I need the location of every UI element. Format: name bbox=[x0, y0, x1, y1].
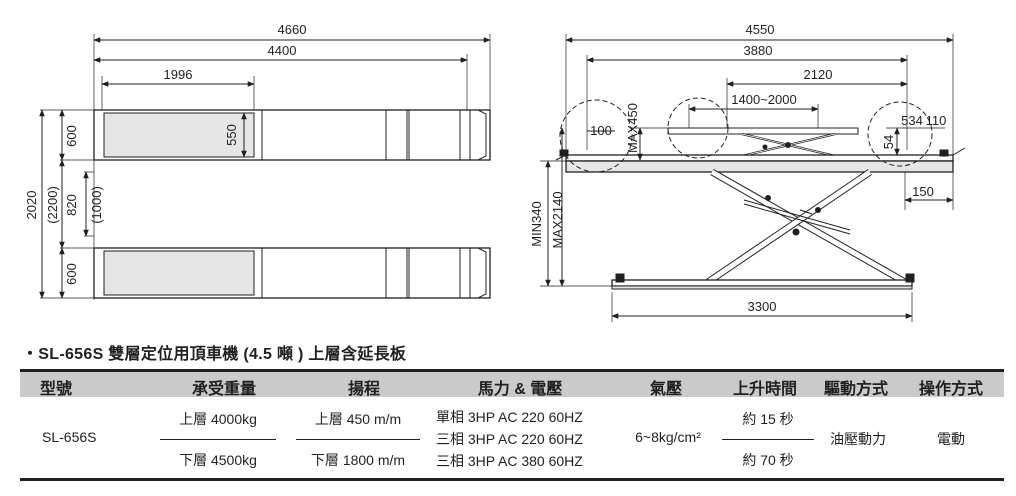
header-power: 馬力 & 電壓 bbox=[477, 381, 563, 398]
dim-max2140: MAX2140 bbox=[550, 191, 565, 248]
dim-150: 150 bbox=[912, 184, 934, 199]
header-air: 氣壓 bbox=[649, 381, 683, 398]
dim-2200: (2200) bbox=[45, 186, 60, 224]
side-view bbox=[540, 34, 966, 322]
cell-power-1: 單相 3HP AC 220 60HZ bbox=[436, 409, 583, 425]
cell-upper-capacity: 上層 4000kg bbox=[179, 411, 257, 427]
cell-rise-lower: 約 70 秒 bbox=[742, 452, 794, 468]
divider-lift bbox=[296, 439, 420, 440]
side-view-dimensions: 4550 3880 2120 1400~2000 100 MAX450 534 … bbox=[529, 22, 946, 314]
cell-upper-lift: 上層 450 m/m bbox=[314, 411, 402, 427]
cell-operation: 電動 bbox=[937, 431, 965, 447]
dim-600-lower: 600 bbox=[64, 263, 79, 285]
header-lift: 揚程 bbox=[347, 381, 381, 398]
table-bottom-rule bbox=[20, 478, 1004, 481]
spec-table-header: 型號 承受重量 揚程 馬力 & 電壓 氣壓 上升時間 驅動方式 操作方式 bbox=[20, 369, 1004, 398]
cell-lower-lift: 下層 1800 m/m bbox=[310, 452, 406, 468]
technical-drawing: 4660 4400 1996 600 550 2020 (2200) 820 (… bbox=[24, 22, 966, 322]
header-drive: 驅動方式 bbox=[823, 381, 889, 398]
product-caption: ・SL-656S 雙層定位用頂車機 (4.5 噸 ) 上層含延長板 bbox=[22, 346, 407, 363]
dim-54: 54 bbox=[881, 135, 896, 149]
dim-1996: 1996 bbox=[164, 67, 193, 82]
dim-1000: (1000) bbox=[89, 186, 104, 224]
cell-power-2: 三相 3HP AC 220 60HZ bbox=[436, 431, 583, 447]
divider-rise bbox=[722, 439, 814, 440]
dim-3880: 3880 bbox=[744, 43, 773, 58]
dim-1400-2000: 1400~2000 bbox=[731, 92, 796, 107]
header-model: 型號 bbox=[40, 381, 73, 398]
dim-100: 100 bbox=[590, 123, 612, 138]
dim-4660: 4660 bbox=[278, 22, 307, 37]
cell-air-pressure: 6~8kg/cm² bbox=[635, 429, 701, 445]
cell-model: SL-656S bbox=[42, 429, 97, 445]
top-view bbox=[39, 34, 491, 300]
dim-4400: 4400 bbox=[268, 43, 297, 58]
spec-table: 型號 承受重量 揚程 馬力 & 電壓 氣壓 上升時間 驅動方式 操作方式 SL-… bbox=[20, 369, 1004, 481]
dim-534: 534 bbox=[901, 113, 923, 128]
dim-2120: 2120 bbox=[804, 67, 833, 82]
dim-4550: 4550 bbox=[746, 22, 775, 37]
cell-drive: 油壓動力 bbox=[830, 431, 886, 447]
cell-power-3: 三相 3HP AC 380 60HZ bbox=[436, 453, 583, 469]
dim-110: 110 bbox=[926, 113, 947, 128]
header-capacity: 承受重量 bbox=[191, 381, 257, 398]
dim-2020: 2020 bbox=[24, 191, 39, 220]
header-operation: 操作方式 bbox=[918, 381, 984, 398]
cell-rise-upper: 約 15 秒 bbox=[742, 411, 794, 427]
dim-3300: 3300 bbox=[748, 299, 777, 314]
dim-max450: MAX450 bbox=[625, 103, 640, 153]
divider-capacity bbox=[160, 439, 276, 440]
dim-600-upper: 600 bbox=[64, 125, 79, 147]
dim-820: 820 bbox=[64, 194, 79, 216]
header-rise-time: 上升時間 bbox=[732, 381, 798, 398]
top-view-dimensions: 4660 4400 1996 600 550 2020 (2200) 820 (… bbox=[24, 22, 306, 285]
dim-min340: MIN340 bbox=[529, 201, 544, 247]
cell-lower-capacity: 下層 4500kg bbox=[179, 452, 257, 468]
dim-550: 550 bbox=[224, 124, 239, 146]
